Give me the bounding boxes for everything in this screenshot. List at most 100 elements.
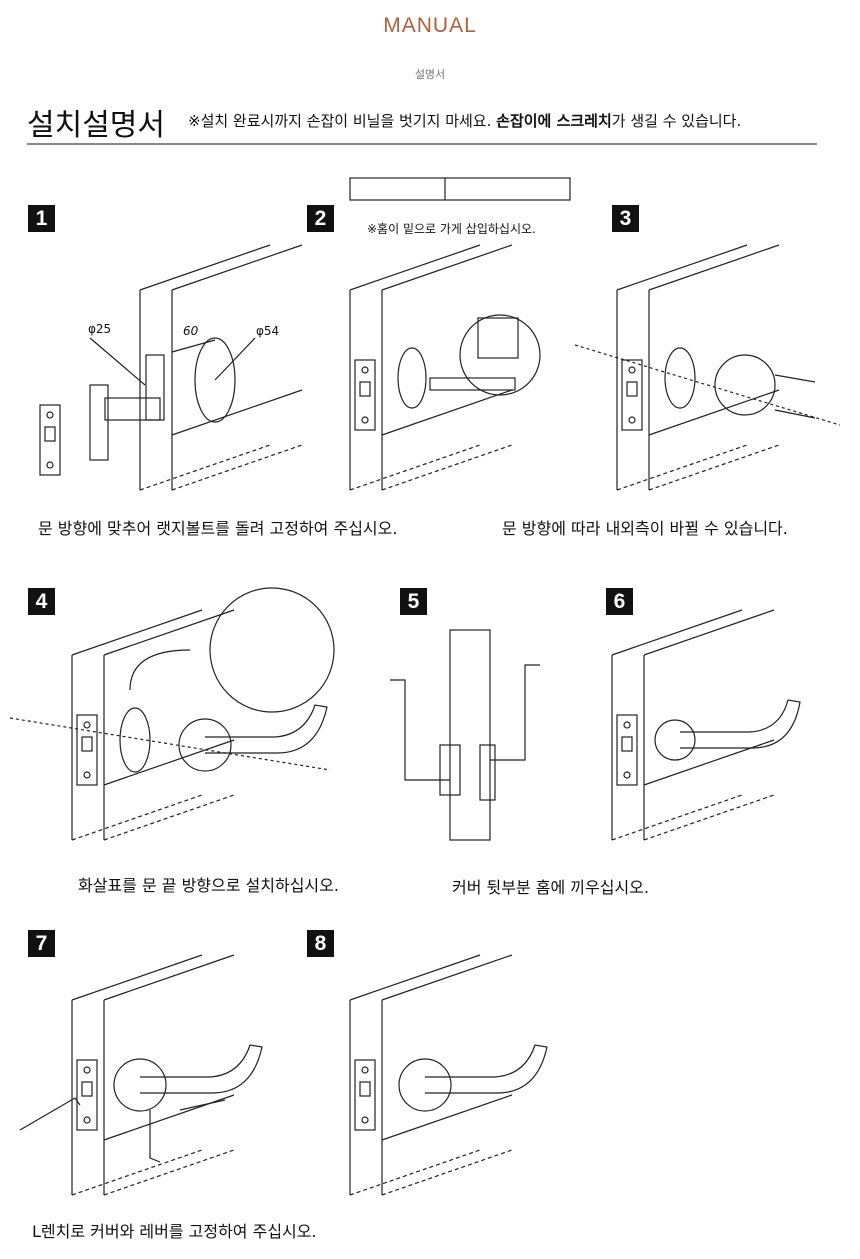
door-top bbox=[349, 244, 481, 291]
door-line bbox=[171, 389, 303, 436]
screw-icon bbox=[46, 461, 54, 469]
strike-plate bbox=[76, 714, 98, 786]
door-top bbox=[103, 609, 235, 656]
dim-25: φ25 bbox=[88, 322, 112, 336]
screw-icon bbox=[623, 771, 631, 779]
notice-text: ※설치 완료시까지 손잡이 비닐을 벗기지 마세요. 손잡이에 스크레치가 생길… bbox=[188, 110, 741, 131]
leader-line bbox=[214, 337, 256, 381]
step-7-caption: L렌치로 커버와 레버를 고정하여 주십시오. bbox=[32, 1222, 317, 1241]
door-bottom bbox=[381, 1149, 513, 1196]
lever-handle bbox=[205, 704, 328, 754]
screw bbox=[774, 374, 816, 383]
lever-handle bbox=[425, 1044, 548, 1094]
door-bottom bbox=[349, 444, 481, 491]
door-line bbox=[103, 739, 235, 786]
door-bottom bbox=[349, 1149, 481, 1196]
door-top bbox=[71, 609, 203, 656]
latch-faceplate bbox=[89, 384, 109, 461]
step-6-number: 6 bbox=[606, 588, 633, 615]
door-line bbox=[643, 739, 775, 786]
latch-icon bbox=[81, 1081, 93, 1097]
door-bottom bbox=[381, 444, 513, 491]
step-7-number: 7 bbox=[28, 930, 55, 957]
door-bottom bbox=[139, 444, 271, 491]
door-top bbox=[643, 609, 775, 656]
step-4-caption: 화살표를 문 끝 방향으로 설치하십시오. bbox=[78, 876, 339, 895]
screw-icon bbox=[361, 1116, 369, 1124]
door-line bbox=[381, 1094, 513, 1141]
dim-54: φ54 bbox=[256, 324, 280, 338]
screw-icon bbox=[83, 771, 91, 779]
door-top bbox=[103, 954, 235, 1001]
latch-icon bbox=[621, 736, 633, 752]
rosette bbox=[654, 719, 696, 761]
mounting-plate bbox=[714, 354, 776, 416]
subtitle: 설명서 bbox=[414, 68, 446, 81]
door-top bbox=[381, 244, 513, 291]
l-wrench bbox=[149, 1110, 161, 1163]
step-4-number: 4 bbox=[28, 588, 55, 615]
spindle-part bbox=[429, 377, 516, 391]
screw-icon bbox=[83, 721, 91, 729]
door-bottom bbox=[648, 444, 780, 491]
strike-plate bbox=[616, 714, 638, 786]
step-1-caption: 문 방향에 맞추어 랫지볼트를 돌려 고정하여 주십시오. bbox=[38, 519, 398, 538]
door-top bbox=[171, 244, 303, 291]
screw-icon bbox=[46, 411, 54, 419]
hole-54 bbox=[194, 337, 236, 423]
door-bottom bbox=[171, 444, 303, 491]
strike-plate bbox=[354, 1059, 376, 1131]
screw-icon bbox=[83, 1066, 91, 1074]
rosette-right bbox=[479, 744, 496, 801]
step-2-number: 2 bbox=[307, 205, 334, 232]
screw-icon bbox=[628, 416, 636, 424]
step-5-caption: 커버 뒷부분 홈에 끼우십시오. bbox=[452, 878, 649, 897]
screw-icon bbox=[623, 721, 631, 729]
door-top bbox=[648, 244, 780, 291]
strike-plate bbox=[354, 359, 376, 431]
latch-plate bbox=[145, 354, 165, 421]
rosette bbox=[178, 718, 232, 772]
dimension-line bbox=[171, 339, 216, 353]
door-top bbox=[381, 954, 513, 1001]
latch-icon bbox=[81, 736, 93, 752]
set-screw bbox=[179, 1099, 226, 1111]
door-line bbox=[648, 389, 780, 436]
l-wrench bbox=[19, 1097, 81, 1131]
step-8-number: 8 bbox=[307, 930, 334, 957]
door-top bbox=[349, 954, 481, 1001]
door-bottom bbox=[71, 794, 203, 841]
hole bbox=[664, 347, 696, 409]
detail-leader bbox=[129, 649, 191, 691]
door-bottom bbox=[103, 794, 235, 841]
door-bottom bbox=[103, 1149, 235, 1196]
notice-bold: 손잡이에 스크레치 bbox=[496, 112, 612, 130]
lever-handle bbox=[140, 1044, 263, 1094]
screw-icon bbox=[361, 366, 369, 374]
spindle-detail bbox=[477, 317, 519, 359]
door-top bbox=[71, 954, 203, 1001]
door-top bbox=[616, 244, 748, 291]
mounting-plate bbox=[119, 707, 151, 773]
rosette bbox=[398, 1058, 452, 1112]
page-title: 설치설명서 bbox=[27, 108, 165, 143]
strike-plate bbox=[39, 404, 61, 476]
screw-icon bbox=[361, 1066, 369, 1074]
step-2-note: ※홈이 밑으로 가게 삽입하십시오. bbox=[367, 222, 536, 236]
step-1-number: 1 bbox=[28, 205, 55, 232]
detail-circle bbox=[459, 314, 541, 396]
screw-icon bbox=[361, 416, 369, 424]
door-top bbox=[611, 609, 743, 656]
lever-left bbox=[390, 679, 450, 781]
strike-plate bbox=[76, 1059, 98, 1131]
screw-icon bbox=[628, 366, 636, 374]
axis-line bbox=[574, 344, 841, 426]
step-3-number: 3 bbox=[612, 205, 639, 232]
latch-icon bbox=[44, 426, 56, 442]
door-section bbox=[449, 629, 491, 841]
latch-icon bbox=[359, 1081, 371, 1097]
screw-icon bbox=[83, 1116, 91, 1124]
latch-icon bbox=[359, 381, 371, 397]
